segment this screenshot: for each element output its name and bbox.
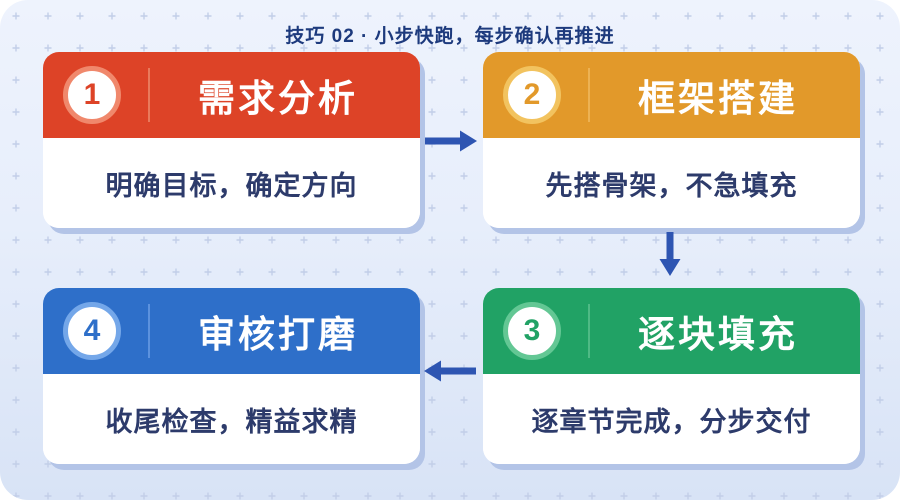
step-3-header: 3 逐块填充 [483, 288, 860, 374]
header-divider [148, 304, 150, 358]
step-3-description: 逐章节完成，分步交付 [483, 374, 860, 464]
step-1-title: 需求分析 [198, 78, 358, 119]
step-2-title: 框架搭建 [638, 78, 798, 119]
step-3-title: 逐块填充 [638, 314, 798, 355]
step-2-number: 2 [523, 78, 541, 111]
header-divider [588, 68, 590, 122]
step-1-description: 明确目标，确定方向 [43, 138, 420, 228]
step-1-number-badge: 1 [63, 66, 121, 124]
arrow-left-icon [424, 360, 476, 382]
step-card-4: 4 审核打磨 收尾检查，精益求精 [43, 288, 420, 464]
step-card-3: 3 逐块填充 逐章节完成，分步交付 [483, 288, 860, 464]
step-2-description: 先搭骨架，不急填充 [483, 138, 860, 228]
step-4-title: 审核打磨 [198, 314, 358, 355]
header-divider [148, 68, 150, 122]
step-3-number: 3 [523, 314, 541, 347]
step-card-1: 1 需求分析 明确目标，确定方向 [43, 52, 420, 228]
step-3-number-badge: 3 [503, 302, 561, 360]
step-4-description: 收尾检查，精益求精 [43, 374, 420, 464]
header-divider [588, 304, 590, 358]
step-1-number: 1 [83, 78, 101, 111]
step-2-number-badge: 2 [503, 66, 561, 124]
step-4-number-badge: 4 [63, 302, 121, 360]
step-4-header: 4 审核打磨 [43, 288, 420, 374]
step-card-2: 2 框架搭建 先搭骨架，不急填充 [483, 52, 860, 228]
step-4-number: 4 [83, 314, 101, 347]
step-2-header: 2 框架搭建 [483, 52, 860, 138]
arrow-down-icon [659, 232, 681, 276]
page-title: 技巧 02 · 小步快跑，每步确认再推进 [285, 26, 615, 47]
arrow-right-icon [425, 130, 477, 152]
step-1-header: 1 需求分析 [43, 52, 420, 138]
